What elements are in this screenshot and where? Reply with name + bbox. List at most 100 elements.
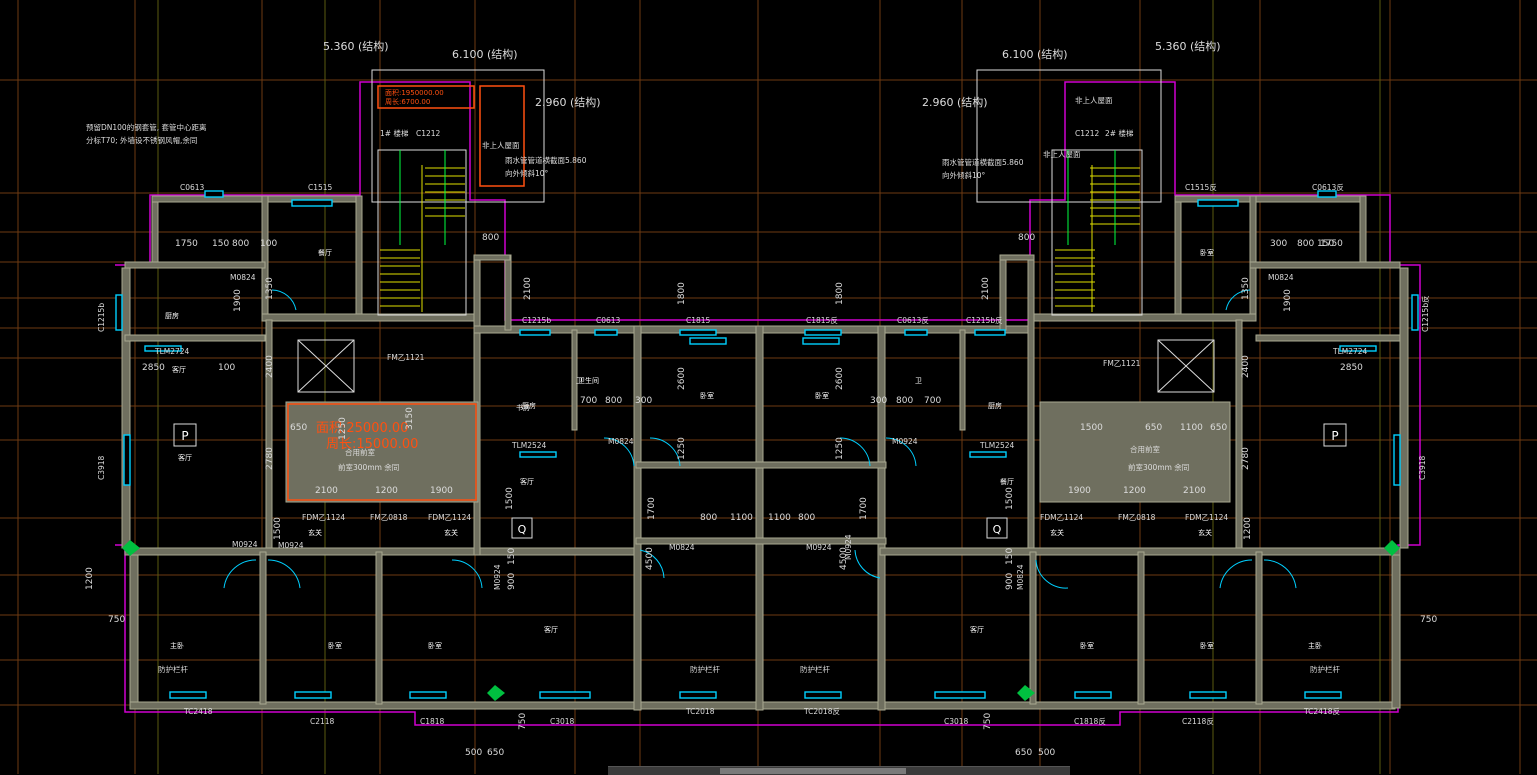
- walls: [121, 195, 1409, 711]
- dim-left-8: 2400: [265, 355, 275, 378]
- window-code-19: TLM2524: [979, 441, 1015, 450]
- horizontal-scrollbar[interactable]: [608, 766, 1070, 775]
- dim-left-15: 1200: [375, 486, 398, 496]
- door-code-3: M0924: [493, 564, 502, 590]
- window-code-22: C1818: [420, 717, 445, 726]
- stairs: [377, 149, 1143, 316]
- dim-right-19: 500: [1038, 748, 1055, 758]
- dim-left-32: 300: [635, 396, 652, 406]
- dim-left-3: 100: [260, 239, 277, 249]
- room-label-10: 客厅: [178, 453, 192, 462]
- room-label-16: 卫: [576, 377, 583, 385]
- dim-left-5: 1900: [233, 289, 243, 312]
- window-code-12: C1215b: [97, 303, 106, 332]
- dim-right-16: 1200: [1243, 517, 1253, 540]
- room-label-26: 客厅: [520, 477, 534, 486]
- dim-left-9: 2780: [265, 447, 275, 470]
- door-code-1: M0924: [278, 541, 304, 550]
- room-label-20: 厨房: [988, 401, 1002, 410]
- elevators: [297, 339, 1215, 393]
- overlay-small-1: 面积:1950000.00: [385, 88, 444, 97]
- dim-left-17: 1200: [85, 567, 95, 590]
- dim-left-36: 1100: [730, 513, 753, 523]
- room-label-14: 卧室: [1200, 641, 1214, 650]
- dim-right-3: 1750: [1320, 239, 1343, 249]
- dim-left-11: 650: [290, 423, 307, 433]
- dim-left-34: 1700: [647, 497, 657, 520]
- dim-left-22: 900: [507, 573, 517, 590]
- scrollbar-thumb[interactable]: [720, 768, 906, 774]
- dim-left-19: 500: [465, 748, 482, 758]
- dim-right-23: 1500: [1005, 487, 1015, 510]
- dim-right-28: 800: [1018, 233, 1035, 243]
- dim-right-2: 150: [1317, 239, 1334, 249]
- dim-right-34: 1100: [768, 513, 791, 523]
- window-code-26: C3018: [944, 717, 969, 726]
- markers: P P Q Q: [173, 423, 1347, 539]
- door-code-6: M0924: [806, 543, 832, 552]
- dim-right-0: 300: [1270, 239, 1287, 249]
- dim-left-26: 2600: [677, 367, 687, 390]
- dim-right-9: 1500: [1080, 423, 1103, 433]
- marker-q-right: Q: [993, 523, 1002, 536]
- window-code-1: C1515: [308, 183, 333, 192]
- window-code-18: TLM2524: [511, 441, 547, 450]
- window-code-4: C0613: [596, 316, 621, 325]
- stair-left-label: 1# 楼梯: [380, 128, 409, 138]
- door-code-5: M0824: [669, 543, 695, 552]
- windows: [115, 190, 1419, 699]
- window-code-20: TC2418: [183, 707, 213, 716]
- window-code-24: TC2018: [685, 707, 715, 716]
- door-code-9: M0824: [1016, 564, 1025, 590]
- door-code-2: M0924: [232, 540, 258, 549]
- dim-left-24: 1500: [505, 487, 515, 510]
- room-label-7: 书房: [516, 403, 530, 412]
- dim-right-31: 700: [924, 396, 941, 406]
- window-code-27: C1818反: [1074, 716, 1106, 726]
- room-label-8: 厨房: [522, 401, 536, 410]
- room-label-0: 厨房: [165, 311, 179, 320]
- dim-right-27: 2100: [981, 277, 991, 300]
- window-code-28: C2118反: [1182, 716, 1214, 726]
- window-code-0: C0613: [180, 183, 205, 192]
- room-label-11: 主卧: [1308, 641, 1322, 650]
- elev-left-roof: 5.360 (结构): [323, 39, 389, 53]
- window-code-13: C1215b反: [1420, 295, 1430, 332]
- note-roof-right-2: 雨水管管道横截面5.860: [942, 157, 1024, 167]
- dim-left-13: 3150: [405, 407, 415, 430]
- room-label-23: 玄关: [444, 528, 458, 537]
- dim-left-20: 650: [487, 748, 504, 758]
- dim-right-13: 1900: [1068, 486, 1091, 496]
- dim-right-10: 650: [1145, 423, 1162, 433]
- note-roof-left-3: 向外倾斜10°: [505, 168, 549, 178]
- overlay-small-2: 周长:6700.00: [385, 97, 430, 106]
- dim-left-1: 150: [212, 239, 229, 249]
- door-code-13: FDM乙1124: [428, 513, 471, 522]
- dim-right-30: 800: [896, 396, 913, 406]
- stair-treads-left: [380, 165, 465, 312]
- window-code-15: C3918: [1418, 455, 1427, 480]
- dim-right-5: 1900: [1283, 289, 1293, 312]
- window-code-11: C0613反: [1312, 182, 1344, 192]
- door-code-0: M0824: [230, 273, 256, 282]
- elev-right-roof: 5.360 (结构): [1155, 39, 1221, 53]
- room-label-22: 玄关: [308, 528, 322, 537]
- room-label-2: 餐厅: [318, 248, 332, 257]
- dim-right-4: 1350: [1241, 277, 1251, 300]
- dim-left-10: 1500: [273, 517, 283, 540]
- room-label-18: 卧室: [815, 391, 829, 400]
- window-code-3: C1215b: [522, 316, 551, 325]
- room-label-3: 主卧: [170, 641, 184, 650]
- dim-right-6: 2850: [1340, 363, 1363, 373]
- window-code-16: TLM2724: [154, 347, 190, 356]
- dim-right-33: 1700: [859, 497, 869, 520]
- marker-p-right: P: [1331, 429, 1338, 443]
- dim-left-27: 1800: [677, 282, 687, 305]
- door-code-16: FDM乙1124: [1040, 513, 1083, 522]
- dim-left-31: 800: [605, 396, 622, 406]
- door-code-11: FM乙1121: [1103, 359, 1141, 368]
- note-pipe-1: 预留DN100的钢套管, 套管中心距离: [86, 122, 207, 132]
